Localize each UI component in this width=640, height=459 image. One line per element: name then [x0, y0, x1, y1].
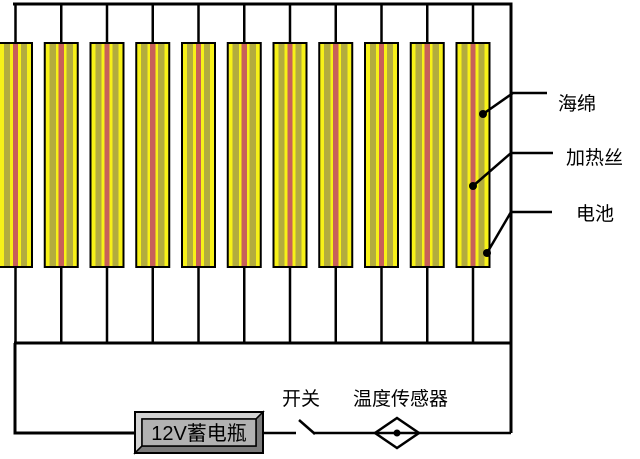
temperature-sensor-icon	[372, 416, 422, 450]
battery-12v-label: 12V蓄电瓶	[151, 422, 247, 445]
top-bus-and-right-edge	[13, 2, 513, 433]
battery-12v-box: 12V蓄电瓶	[133, 410, 265, 455]
left-edge-and-bottom-wire	[13, 343, 136, 435]
callout-heating-wire	[469, 151, 553, 190]
callout-dot	[469, 182, 477, 190]
battery-cell-with-sponge	[135, 42, 171, 268]
callout-dot	[483, 249, 491, 257]
battery-cell-with-sponge	[226, 42, 262, 268]
battery-cell-with-sponge	[455, 42, 491, 268]
battery-cell-with-sponge	[0, 42, 33, 268]
battery-face	[141, 418, 257, 447]
callout-dot	[479, 110, 487, 118]
battery-cell-with-sponge	[364, 42, 399, 268]
label-heating-wire: 加热丝	[566, 147, 623, 169]
battery-cell-with-sponge	[272, 42, 308, 268]
battery-cell-with-sponge	[89, 42, 125, 268]
battery-cell-with-sponge	[43, 42, 79, 268]
callout-battery-cell	[483, 210, 552, 257]
battery-cell-with-sponge	[409, 42, 445, 268]
label-temperature-sensor: 温度传感器	[353, 388, 448, 410]
cell-array	[0, 4, 491, 343]
battery-cell-with-sponge	[181, 42, 216, 268]
switch-blade-icon	[298, 419, 316, 435]
label-switch: 开关	[282, 388, 320, 410]
battery-cell-with-sponge	[318, 42, 354, 268]
label-battery-cell: 电池	[576, 203, 614, 225]
label-sponge: 海绵	[558, 93, 596, 115]
callout-sponge	[479, 91, 547, 118]
